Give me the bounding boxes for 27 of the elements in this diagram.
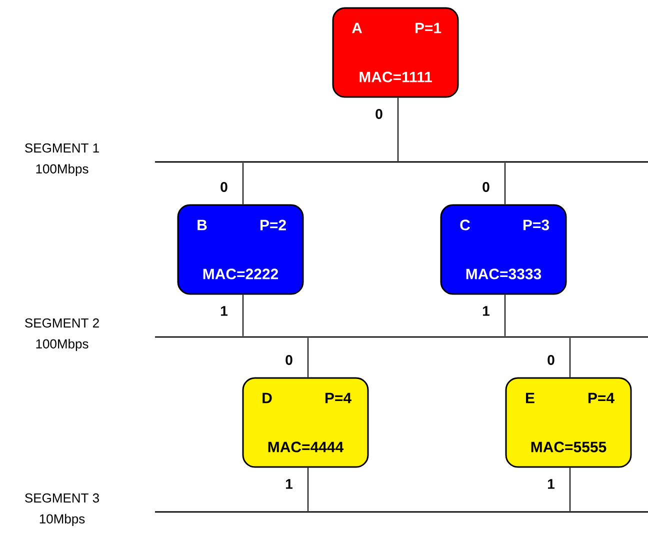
segment-label: SEGMENT 1 (25, 143, 99, 153)
segment-line (155, 511, 648, 513)
segment-label: 100Mbps (36, 338, 88, 352)
segment-label: 100Mbps (36, 164, 88, 176)
bridge-box: A P=1 MAC=1111 (332, 7, 459, 98)
link-line (504, 294, 506, 337)
segment-label: SEGMENT 3 (25, 493, 99, 503)
link-line (242, 294, 244, 337)
bridge-box: B P=2 MAC=2222 (177, 204, 304, 295)
segment-label: 10Mbps (40, 514, 85, 526)
port-number: 1 (286, 479, 293, 489)
port-number: 0 (548, 355, 554, 365)
bridge-box: C P=3 MAC=3333 (440, 204, 567, 295)
port-number: 0 (220, 182, 228, 192)
port-number: 1 (221, 306, 228, 316)
bridge-box: D P=4 MAC=4444 (242, 377, 369, 468)
bridge-box: E P=4 MAC=5555 (505, 377, 632, 468)
segment-line (155, 161, 648, 163)
port-number: 0 (376, 109, 382, 119)
link-line (504, 162, 506, 205)
port-number: 0 (482, 182, 490, 192)
segment-label: SEGMENT 2 (25, 318, 99, 328)
port-number: 1 (548, 479, 554, 489)
link-line (242, 162, 244, 205)
port-number: 1 (483, 306, 490, 316)
segment-line (155, 336, 648, 338)
port-number: 0 (286, 355, 292, 365)
